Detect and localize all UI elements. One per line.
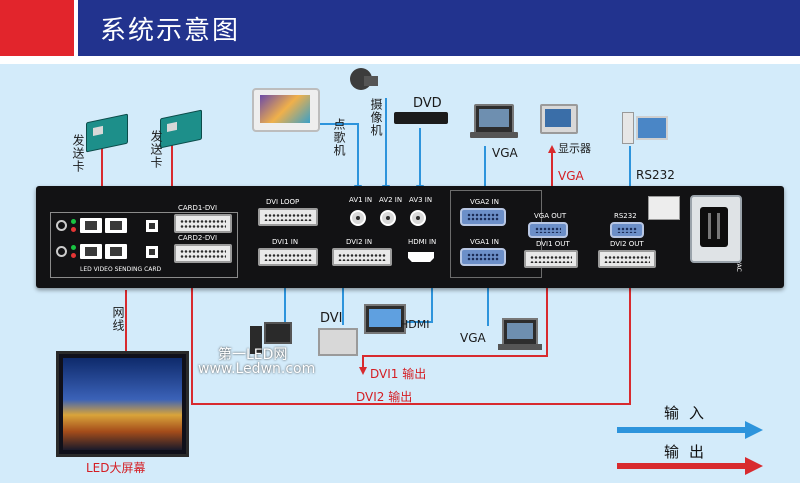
label-monitor: 显示器 <box>558 142 591 155</box>
label-av2-in: AV2 IN <box>379 196 403 204</box>
port-vga-out <box>528 222 568 238</box>
label-hdmi-in: HDMI IN <box>408 238 437 246</box>
legend-output-label: 输出 <box>664 443 715 461</box>
pc-dvi2-icon <box>318 328 358 360</box>
label-sending-card: LED VIDEO SENDING CARD <box>80 266 162 273</box>
label-dvi2-out: DVI2 OUT <box>610 240 644 248</box>
label-hdmi-bottom: HDMI <box>400 318 430 331</box>
power-socket <box>690 195 742 263</box>
header-gap <box>74 0 78 56</box>
port-dvi2-out <box>598 250 656 268</box>
pc-dvi1-icon <box>250 318 292 356</box>
certification-label <box>648 196 680 220</box>
label-sender-card-2: 发送卡 <box>149 130 163 169</box>
label-dvi1-out: DVI1 OUT <box>536 240 570 248</box>
camera-icon <box>350 68 378 94</box>
ethernet-port-1 <box>80 218 102 233</box>
laptop-hdmi-icon <box>364 304 406 334</box>
led-screen-image <box>56 351 189 457</box>
label-av1-in: AV1 IN <box>349 196 373 204</box>
label-card2: CARD2-DVI <box>178 234 218 242</box>
label-vga-bottom: VGA <box>460 331 486 345</box>
label-vga-out: VGA OUT <box>534 212 567 220</box>
dvd-player-icon <box>394 112 448 124</box>
label-camera: 摄像机 <box>369 98 383 137</box>
label-rs232: RS232 <box>614 212 637 220</box>
usb-port-2 <box>146 246 158 258</box>
port-hdmi-in <box>408 252 434 262</box>
label-network-cable: 网线 <box>111 306 125 332</box>
port-dvi1-out <box>524 250 578 268</box>
port-card1-dvi <box>174 214 232 233</box>
rs232-pc-icon <box>622 112 668 146</box>
port-dvi2-in <box>332 248 392 266</box>
port-rs232 <box>610 222 644 238</box>
arrow-jukebox-av1 <box>320 123 362 193</box>
laptop-top-icon <box>474 104 514 134</box>
led-green-2 <box>71 245 76 250</box>
ethernet-port-3 <box>80 244 102 259</box>
header-accent <box>0 0 74 56</box>
port-vga2-in <box>460 208 506 226</box>
label-dvi2-output: DVI2 输出 <box>356 390 413 404</box>
label-dvi1-in: DVI1 IN <box>272 238 299 246</box>
laptop-vga-bottom-base <box>498 344 542 350</box>
led-green-1 <box>71 219 76 224</box>
label-dvi2-in: DVI2 IN <box>346 238 373 246</box>
usb-port-1 <box>146 220 158 232</box>
label-led-screen: LED大屏幕 <box>86 461 146 475</box>
arrow-dvi2-out <box>188 270 631 405</box>
ethernet-port-4 <box>105 244 127 259</box>
port-av2-in <box>380 210 396 226</box>
port-dvi1-in <box>258 248 318 266</box>
led-red-2 <box>71 253 76 258</box>
port-dvi-loop <box>258 208 318 226</box>
status-ring-2 <box>56 246 67 257</box>
watermark-text-1: 第一LED网 <box>218 347 288 363</box>
legend-input-label: 输入 <box>664 404 715 422</box>
label-dvi1-output: DVI1 输出 <box>370 367 427 381</box>
port-av1-in <box>350 210 366 226</box>
monitor-icon <box>540 104 578 134</box>
arrow-hdmi <box>404 269 436 323</box>
port-vga1-in <box>460 248 506 266</box>
watermark-text-2: www.Ledwn.com <box>198 361 316 377</box>
port-card2-dvi <box>174 244 232 263</box>
label-card1: CARD1-DVI <box>178 204 218 212</box>
label-vga2-in: VGA2 IN <box>470 198 499 206</box>
status-ring-1 <box>56 220 67 231</box>
label-jukebox: 点歌机 <box>332 118 346 157</box>
label-sender-card-1: 发送卡 <box>71 134 85 173</box>
arrow-dvi1-out <box>359 270 548 375</box>
header-bar: 系统示意图 <box>0 0 800 56</box>
laptop-top-base <box>470 132 518 138</box>
page-title: 系统示意图 <box>100 16 241 46</box>
port-av3-in <box>410 210 426 226</box>
label-vga-top: VGA <box>492 146 518 160</box>
label-av3-in: AV3 IN <box>409 196 433 204</box>
label-dvd: DVD <box>413 96 442 111</box>
led-red-1 <box>71 227 76 232</box>
label-vga1-in: VGA1 IN <box>470 238 499 246</box>
label-vga-out-red: VGA <box>558 169 584 183</box>
label-rs232-top: RS232 <box>636 168 675 182</box>
label-dvi-bottom: DVI <box>320 311 343 326</box>
label-dvi-loop: DVI LOOP <box>266 198 300 206</box>
laptop-vga-bottom-icon <box>502 318 538 346</box>
sending-card-panel <box>50 212 238 278</box>
jukebox-icon <box>252 88 320 132</box>
ethernet-port-2 <box>105 218 127 233</box>
